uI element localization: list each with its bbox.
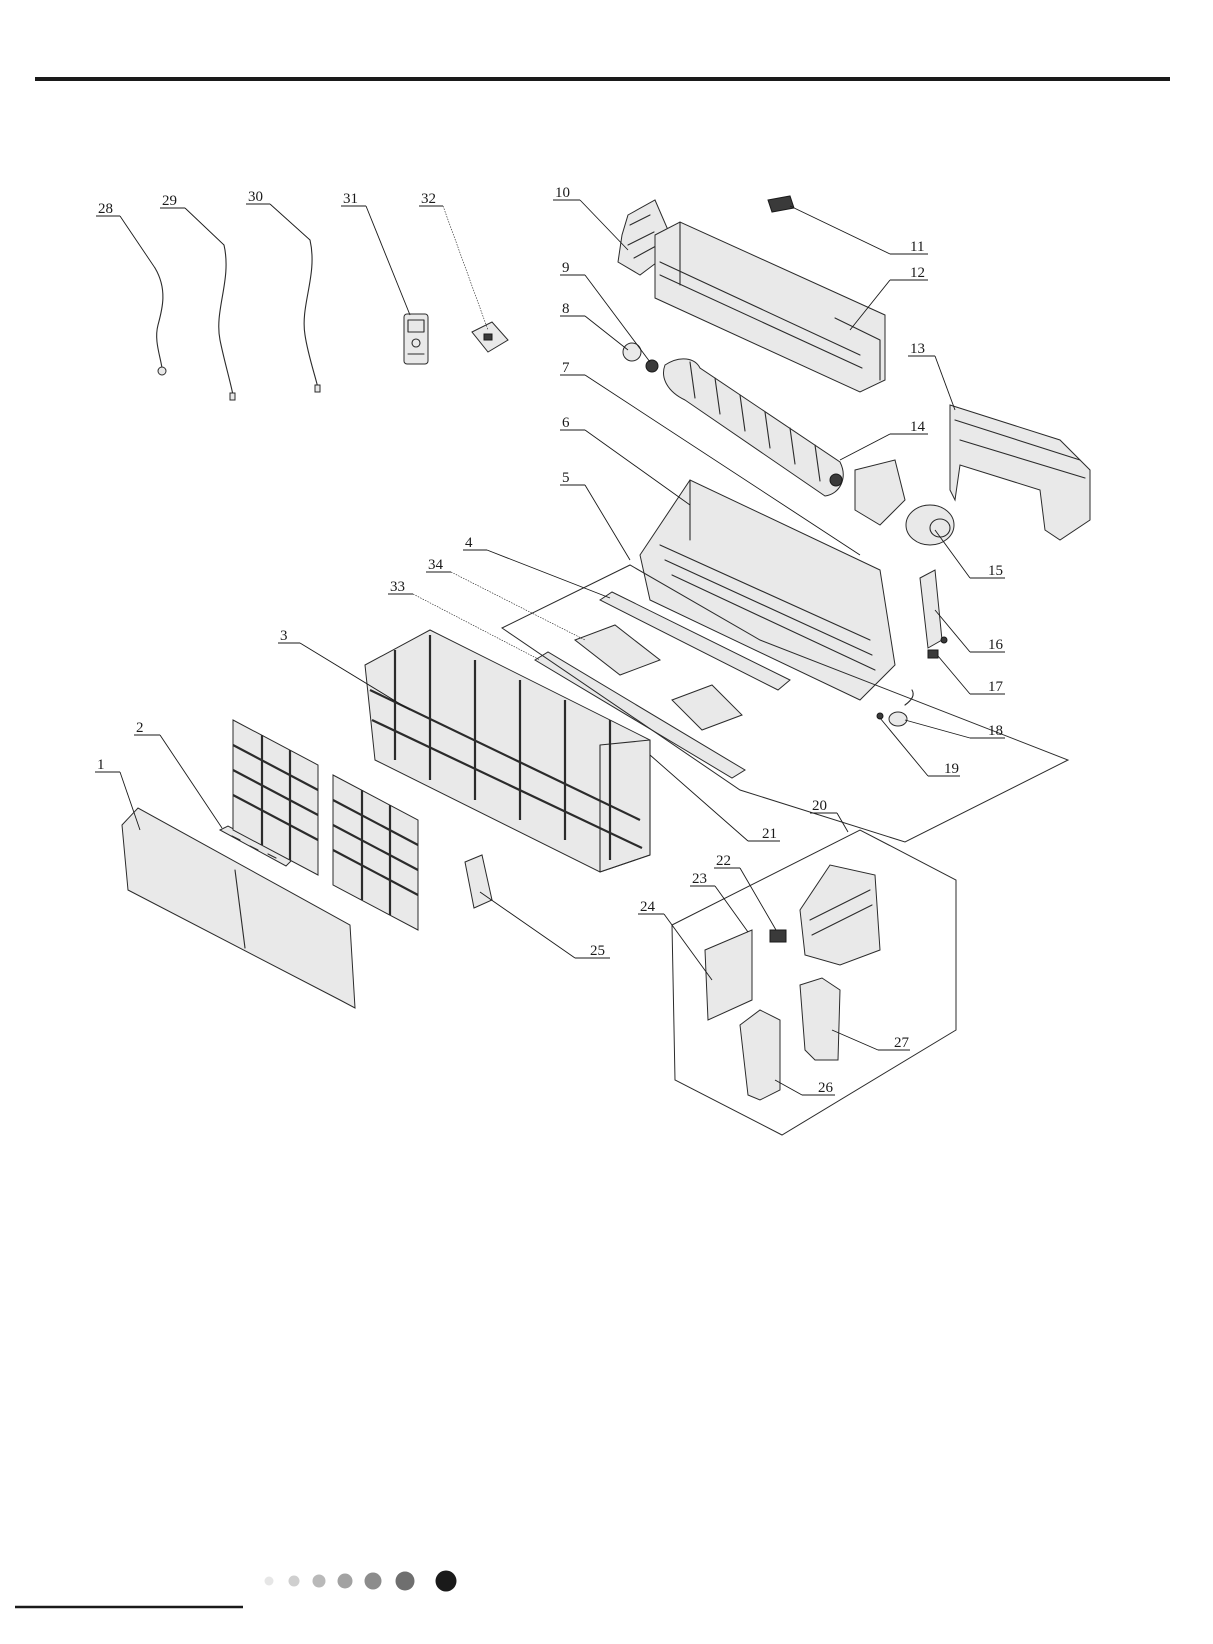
part-filter-right (333, 775, 418, 930)
callout-27: 27 (832, 1030, 910, 1051)
part-34-vertical-louver (575, 625, 742, 730)
svg-text:21: 21 (762, 826, 777, 842)
svg-text:31: 31 (343, 191, 358, 207)
svg-text:18: 18 (988, 723, 1003, 739)
callout-26: 26 (775, 1080, 835, 1096)
svg-text:1: 1 (97, 757, 105, 773)
page-dot-7 (436, 1571, 457, 1592)
callout-8: 8 (560, 301, 628, 350)
callout-22: 22 (714, 853, 776, 930)
page-dot-5 (365, 1573, 382, 1590)
svg-text:28: 28 (98, 201, 113, 217)
callout-32: 32 (419, 191, 488, 330)
callout-25: 25 (480, 892, 610, 959)
part-11-clip (768, 196, 794, 212)
parts-drawing (122, 196, 1090, 1135)
svg-text:10: 10 (555, 185, 570, 201)
callout-24: 24 (638, 899, 712, 980)
svg-text:25: 25 (590, 943, 605, 959)
callout-31: 31 (341, 191, 410, 315)
svg-text:7: 7 (562, 360, 570, 376)
svg-text:6: 6 (562, 415, 570, 431)
callout-20: 20 (810, 798, 848, 832)
callout-29: 29 (160, 193, 224, 245)
svg-text:8: 8 (562, 301, 570, 317)
part-5-6-chassis (640, 480, 895, 700)
callout-5: 5 (560, 470, 630, 560)
part-22-terminal (770, 930, 786, 942)
part-32-remote-holder (472, 322, 508, 352)
svg-text:24: 24 (640, 899, 656, 915)
page-dot-1 (265, 1577, 274, 1586)
callout-4: 4 (463, 535, 610, 598)
part-filter-left (233, 720, 318, 875)
svg-text:22: 22 (716, 853, 731, 869)
part-16-bracket (920, 570, 947, 648)
svg-text:15: 15 (988, 563, 1003, 579)
part-13-wall-mounting-plate (950, 405, 1090, 540)
callout-2: 2 (134, 720, 222, 828)
svg-text:29: 29 (162, 193, 177, 209)
svg-text:33: 33 (390, 579, 405, 595)
page-dot-4 (338, 1574, 353, 1589)
part-14-cross-flow-fan (664, 359, 844, 496)
callout-10: 10 (553, 185, 628, 250)
part-8-9-bearing (623, 343, 658, 372)
part-31-remote-controller (404, 314, 428, 364)
svg-text:17: 17 (988, 679, 1004, 695)
svg-text:19: 19 (944, 761, 959, 777)
callout-14: 14 (840, 419, 928, 460)
svg-text:16: 16 (988, 637, 1004, 653)
part-25-cover-plate (465, 855, 492, 908)
svg-text:2: 2 (136, 720, 144, 736)
part-17-screw (928, 650, 938, 658)
svg-text:3: 3 (280, 628, 288, 644)
svg-text:26: 26 (818, 1080, 834, 1096)
callout-6: 6 (560, 415, 690, 505)
part-28-sensor-wire (155, 268, 166, 375)
svg-text:5: 5 (562, 470, 570, 486)
part-30-sensor-wire (304, 240, 320, 392)
part-electric-box (800, 865, 880, 965)
callout-11: 11 (790, 206, 928, 255)
svg-text:14: 14 (910, 419, 926, 435)
svg-text:34: 34 (428, 557, 444, 573)
part-29-sensor-wire (219, 245, 235, 400)
svg-text:11: 11 (910, 239, 924, 255)
svg-text:9: 9 (562, 260, 570, 276)
page-dots (265, 1571, 457, 1592)
callout-18: 18 (905, 720, 1005, 739)
callout-17: 17 (938, 656, 1005, 695)
part-27-box-cover (800, 978, 840, 1060)
callout-30: 30 (246, 189, 310, 240)
part-15-fan-motor (855, 460, 954, 545)
callout-19: 19 (880, 718, 960, 777)
callout-28: 28 (96, 201, 155, 268)
svg-text:13: 13 (910, 341, 925, 357)
callout-13: 13 (908, 341, 955, 410)
svg-text:30: 30 (248, 189, 263, 205)
page-dot-6 (396, 1572, 415, 1591)
svg-text:23: 23 (692, 871, 707, 887)
page-dot-2 (289, 1576, 300, 1587)
part-26-box-cover (740, 1010, 780, 1100)
svg-text:32: 32 (421, 191, 436, 207)
callout-16: 16 (935, 610, 1005, 653)
svg-text:4: 4 (465, 535, 473, 551)
svg-text:27: 27 (894, 1035, 910, 1051)
svg-text:20: 20 (812, 798, 827, 814)
page-dot-3 (313, 1575, 326, 1588)
part-23-24-board (705, 930, 752, 1020)
svg-text:12: 12 (910, 265, 925, 281)
